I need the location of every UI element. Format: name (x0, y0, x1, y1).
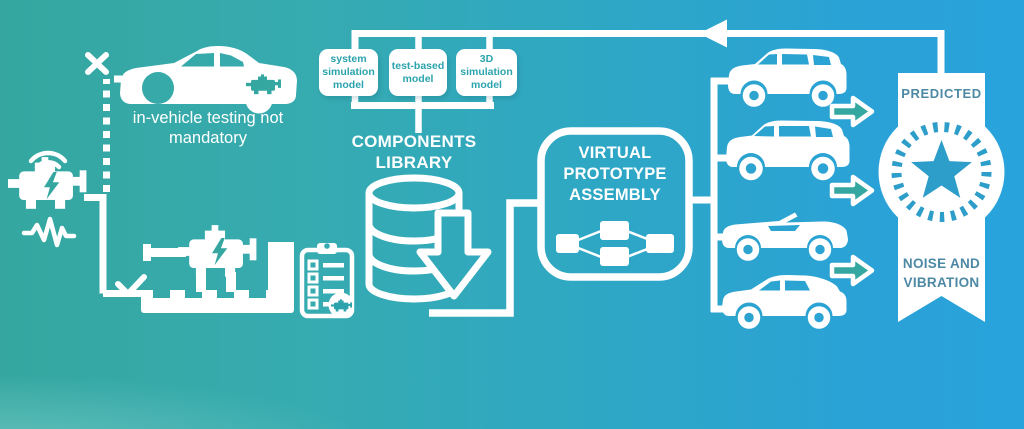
down-block-arrow-icon (416, 209, 492, 300)
library-to-assembly-connector (429, 199, 540, 317)
right-block-arrow-icon (832, 257, 872, 284)
sedan-car-icon (722, 275, 847, 330)
noise-and-vibration-label: NOISE AND VIBRATION (902, 256, 981, 290)
suv-car-icon (726, 120, 850, 181)
model-box-3d-simulation: 3D simulation model (456, 49, 517, 96)
waveform-icon (21, 216, 77, 248)
convertible-car-icon (722, 212, 848, 261)
clipboard-checklist-icon (299, 243, 355, 319)
car-with-engine-icon (120, 46, 297, 114)
x-mark-icon (85, 52, 109, 75)
components-library-label: COMPONENTS LIBRARY (351, 132, 477, 172)
in-vehicle-note: in-vehicle testing not mandatory (132, 109, 284, 147)
star-icon (911, 140, 972, 198)
engine-dyno-bench-icon (141, 225, 294, 313)
model-box-test-based: test-based model (389, 49, 447, 96)
model-box-system-simulation: system simulation model (319, 49, 378, 96)
hatchback-car-icon (728, 48, 847, 108)
virtual-prototype-assembly-label: VIRTUAL PROTOTYPE ASSEMBLY (563, 144, 667, 204)
feedback-loop-line (351, 19, 945, 75)
check-mark-icon (115, 274, 147, 297)
engine-with-wifi-icon (8, 150, 87, 248)
laurel-wreath-icon (891, 122, 992, 222)
virtual-prototype-assembly-box (537, 127, 693, 281)
right-block-arrow-icon (832, 177, 872, 204)
model-to-library-connector (351, 93, 494, 133)
assembly-to-vehicles-connector (689, 77, 737, 313)
block-diamond-diagram-icon (556, 221, 674, 266)
left-arrow-icon (699, 19, 727, 48)
laurel-wreath-star-ribbon-icon (878, 73, 1005, 322)
predicted-label: PREDICTED (901, 86, 982, 101)
decision-branch-lines (84, 52, 150, 297)
right-block-arrow-icon (832, 98, 872, 125)
